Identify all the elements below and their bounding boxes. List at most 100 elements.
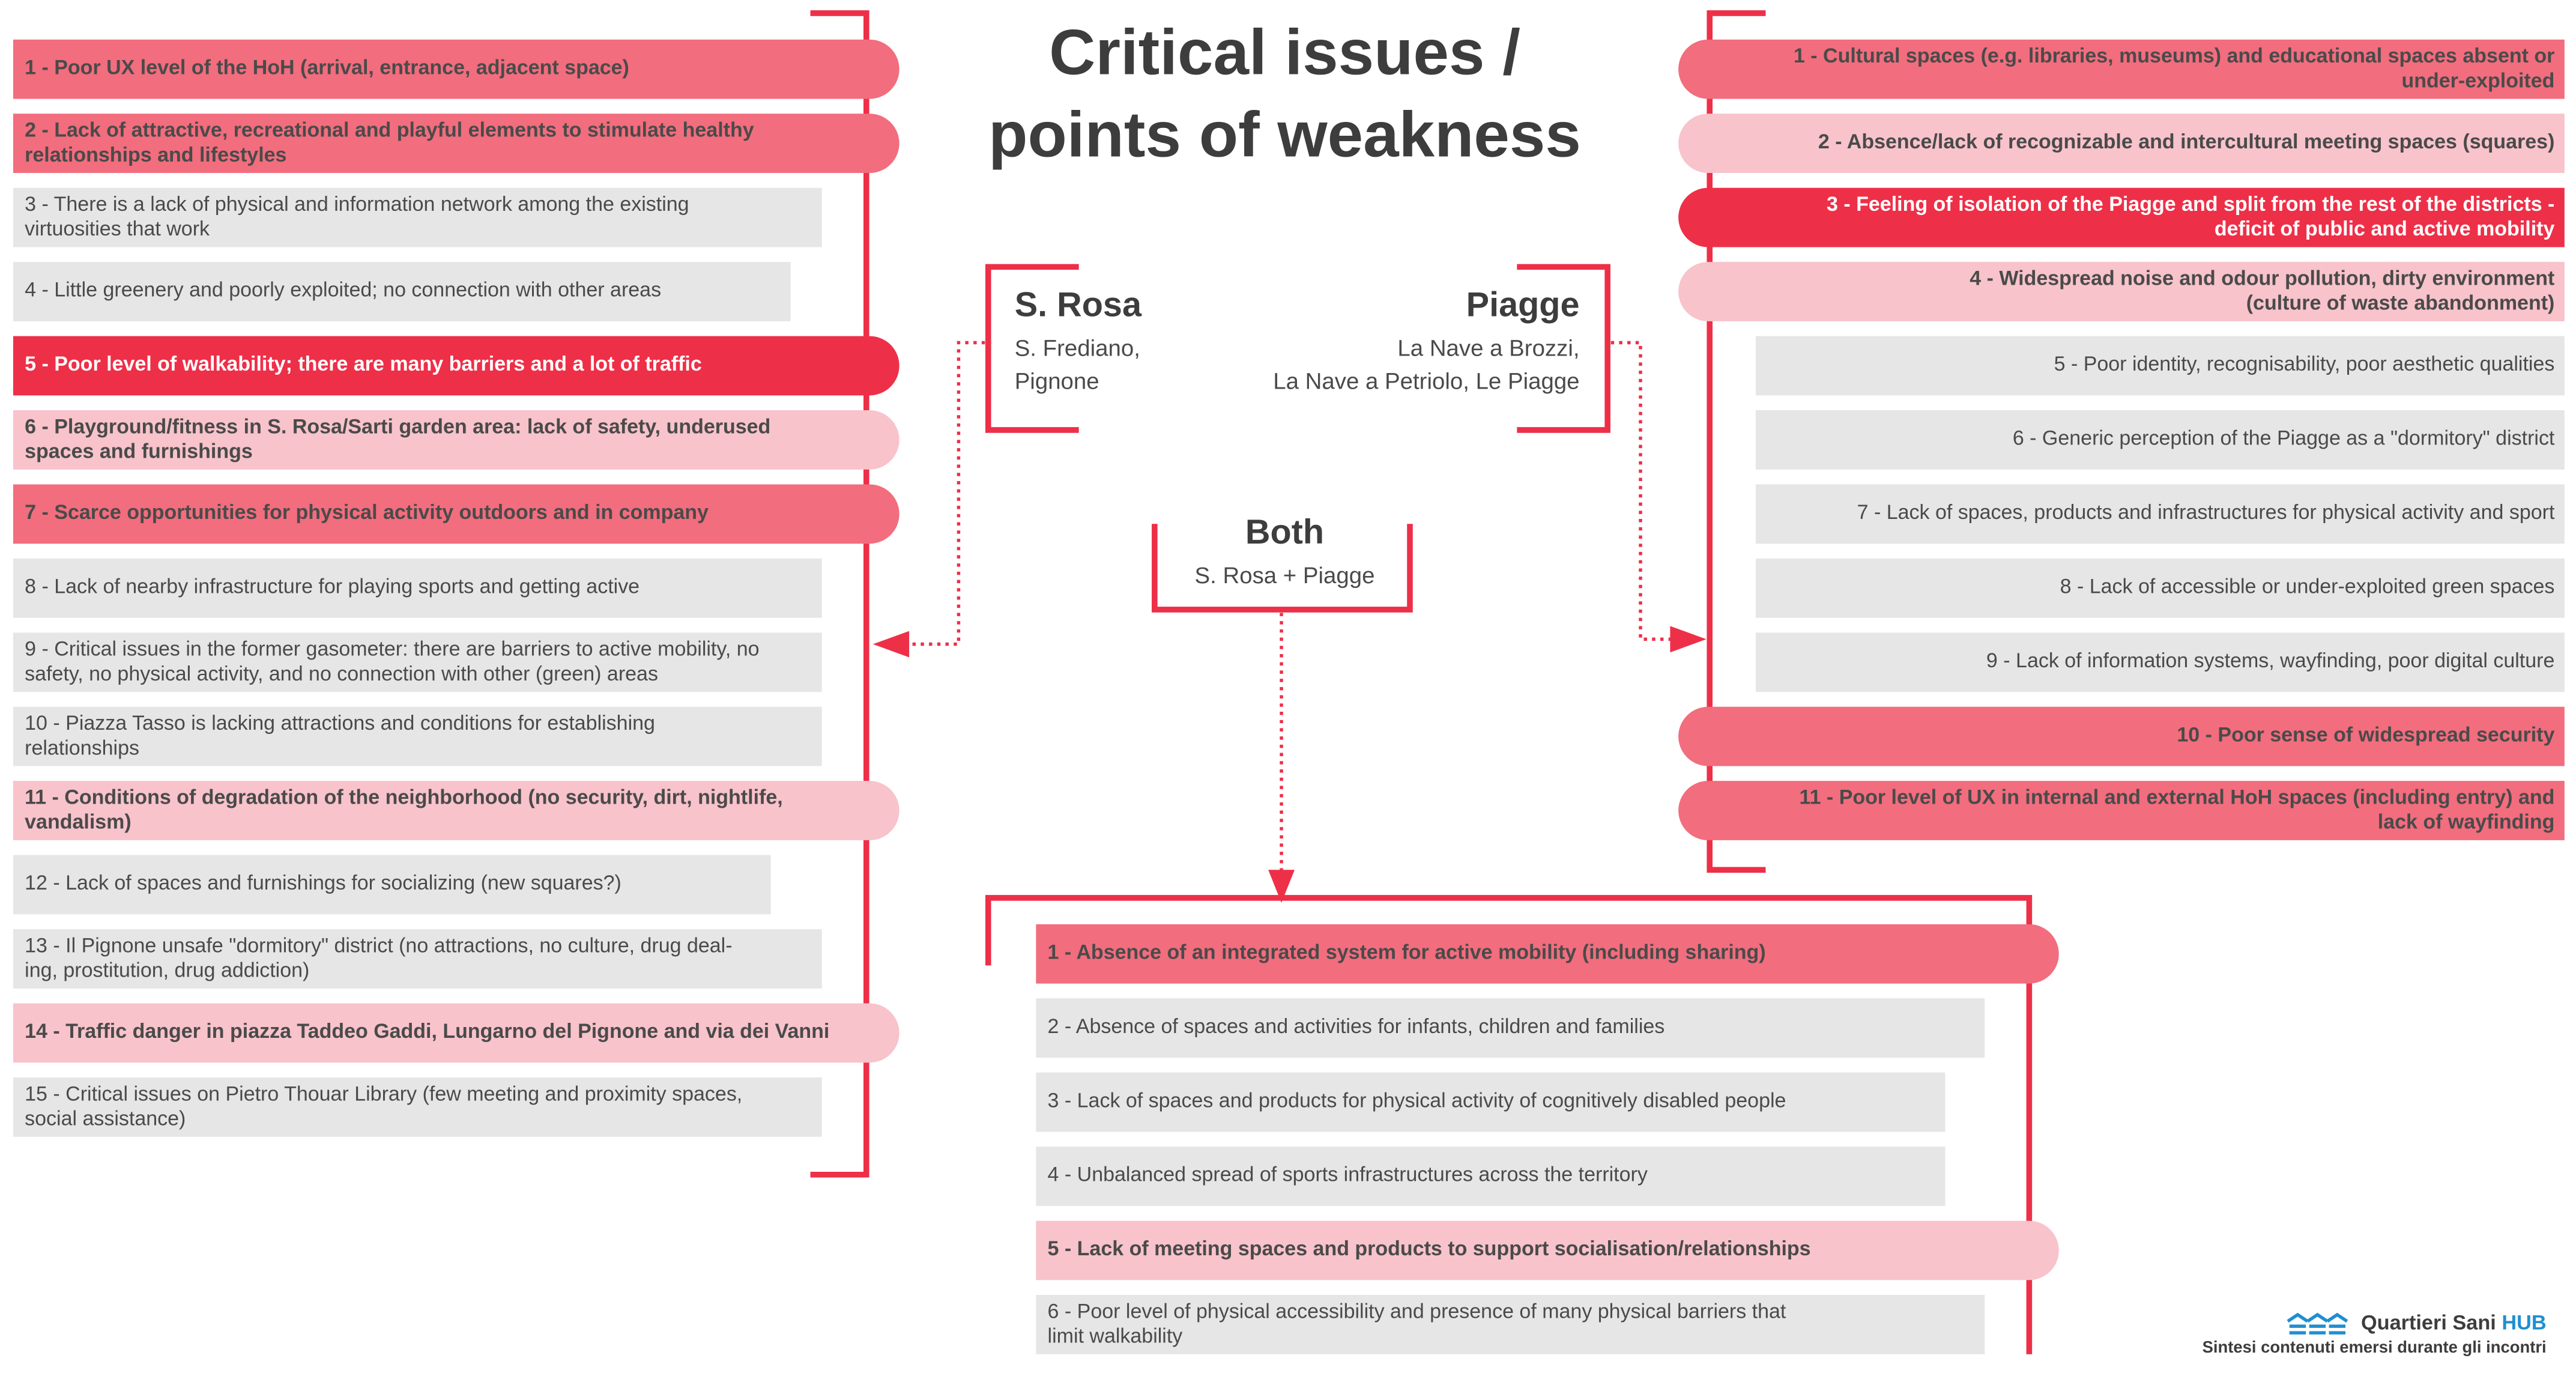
both-issue-item: 5 - Lack of meeting spaces and products … bbox=[1036, 1220, 2059, 1281]
issue-text-line-1: 3 - There is a lack of physical and info… bbox=[25, 192, 689, 215]
issue-text-line-2: lack of wayfinding bbox=[2377, 810, 2555, 834]
piagge-subtitle-line-1: La Nave a Brozzi, bbox=[1397, 334, 1580, 361]
issue-text-line-1: 3 - Feeling of isolation of the Piagge a… bbox=[1827, 192, 2555, 215]
issue-text-line-2: deficit of public and active mobility bbox=[2214, 217, 2555, 241]
brand-tagline: Sintesi contenuti emersi durante gli inc… bbox=[2202, 1339, 2547, 1358]
issue-text-line-2: (culture of waste abandonment) bbox=[2246, 291, 2555, 315]
both-issue-item: 1 - Absence of an integrated system for … bbox=[1036, 924, 2059, 984]
issue-text-line-1: 2 - Lack of attractive, recreational and… bbox=[25, 118, 754, 141]
issue-text-line-2: virtuosities that work bbox=[25, 217, 210, 241]
srosa-issue-item: 14 - Traffic danger in piazza Taddeo Gad… bbox=[13, 1003, 899, 1063]
issue-text-line-1: 9 - Critical issues in the former gasome… bbox=[25, 637, 760, 660]
both-connector-arrow bbox=[1268, 870, 1295, 903]
both-group-name: Both bbox=[1245, 514, 1325, 552]
piagge-connector-arrow bbox=[1670, 626, 1707, 653]
srosa-subtitle-line-2: Pignone bbox=[1014, 367, 1099, 394]
brand-name-a: Quartieri Sani bbox=[2360, 1311, 2502, 1335]
issue-text-line-1: 14 - Traffic danger in piazza Taddeo Gad… bbox=[25, 1020, 830, 1044]
issue-text-line-1: 11 - Conditions of degradation of the ne… bbox=[25, 785, 783, 808]
issue-text-line-2: safety, no physical activity, and no con… bbox=[25, 662, 658, 686]
issue-text-line-1: 1 - Poor UX level of the HoH (arrival, e… bbox=[25, 56, 629, 80]
issue-text-line-1: 5 - Lack of meeting spaces and products … bbox=[1047, 1237, 1811, 1261]
issue-text-line-2: ing, prostitution, drug addiction) bbox=[25, 959, 310, 982]
issue-text-line-1: 5 - Poor level of walkability; there are… bbox=[25, 353, 702, 377]
title-line-1: Critical issues / bbox=[1049, 18, 1520, 89]
piagge-issue-item: 10 - Poor sense of widespread security bbox=[1678, 706, 2565, 766]
issue-text-line-1: 5 - Poor identity, recognisability, poor… bbox=[2054, 353, 2555, 377]
both-bracket-line bbox=[985, 895, 2033, 1354]
both-issue-item: 3 - Lack of spaces and products for phys… bbox=[1036, 1072, 1946, 1132]
issue-text-line-1: 1 - Cultural spaces (e.g. libraries, mus… bbox=[1793, 43, 2555, 67]
both-issue-item: 6 - Poor level of physical accessibility… bbox=[1036, 1294, 1985, 1354]
srosa-issue-item: 8 - Lack of nearby infrastructure for pl… bbox=[13, 558, 822, 618]
issue-text-line-1: 1 - Absence of an integrated system for … bbox=[1047, 941, 1766, 965]
piagge-issue-item: 3 - Feeling of isolation of the Piagge a… bbox=[1678, 187, 2565, 247]
issue-text-line-2: vandalism) bbox=[25, 810, 132, 834]
piagge-issue-item: 4 - Widespread noise and odour pollution… bbox=[1678, 262, 2565, 321]
brand-name-b: HUB bbox=[2502, 1311, 2547, 1335]
piagge-issue-item: 8 - Lack of accessible or under-exploite… bbox=[1756, 558, 2565, 618]
piagge-connector bbox=[1610, 341, 1677, 641]
issue-text-line-1: 3 - Lack of spaces and products for phys… bbox=[1047, 1089, 1786, 1113]
srosa-header-bracket bbox=[985, 264, 1079, 433]
piagge-subtitle-line-2: La Nave a Petriolo, Le Piagge bbox=[1273, 367, 1580, 394]
piagge-issue-item: 2 - Absence/lack of recognizable and int… bbox=[1678, 114, 2565, 174]
srosa-bracket-line bbox=[810, 10, 869, 1178]
issue-text-line-2: spaces and furnishings bbox=[25, 440, 253, 463]
piagge-bracket-line bbox=[1707, 10, 1766, 873]
piagge-issue-item: 1 - Cultural spaces (e.g. libraries, mus… bbox=[1678, 39, 2565, 99]
issue-text-line-1: 12 - Lack of spaces and furnishings for … bbox=[25, 871, 621, 896]
issue-text-line-1: 4 - Unbalanced spread of sports infrastr… bbox=[1047, 1163, 1648, 1187]
srosa-issue-item: 2 - Lack of attractive, recreational and… bbox=[13, 114, 899, 174]
issue-text-line-1: 6 - Generic perception of the Piagge as … bbox=[2012, 427, 2555, 450]
both-issue-item: 2 - Absence of spaces and activities for… bbox=[1036, 998, 1985, 1058]
piagge-group-name: Piagge bbox=[1466, 286, 1580, 325]
title-line-2: points of weakness bbox=[988, 100, 1581, 172]
issue-text-line-2: under-exploited bbox=[2401, 69, 2555, 92]
diagram-title: Critical issues / points of weakness bbox=[922, 13, 1647, 178]
srosa-issue-item: 15 - Critical issues on Pietro Thouar Li… bbox=[13, 1077, 822, 1137]
both-group-subtitle: S. Rosa + Piagge bbox=[1194, 562, 1375, 589]
issue-text-line-1: 2 - Absence of spaces and activities for… bbox=[1047, 1015, 1665, 1038]
srosa-issue-item: 7 - Scarce opportunities for physical ac… bbox=[13, 484, 899, 544]
piagge-issue-item: 9 - Lack of information systems, wayfind… bbox=[1756, 632, 2565, 693]
issue-text-line-1: 7 - Scarce opportunities for physical ac… bbox=[25, 501, 709, 524]
srosa-issue-item: 1 - Poor UX level of the HoH (arrival, e… bbox=[13, 39, 899, 99]
srosa-issue-item: 3 - There is a lack of physical and info… bbox=[13, 187, 822, 247]
srosa-issue-item: 10 - Piazza Tasso is lacking attractions… bbox=[13, 706, 822, 766]
srosa-subtitle-line-1: S. Frediano, bbox=[1014, 334, 1140, 361]
srosa-group-subtitle: S. Frediano, Pignone bbox=[1015, 331, 1140, 397]
srosa-issue-item: 13 - Il Pignone unsafe "dormitory" distr… bbox=[13, 929, 822, 989]
brand-name: Quartieri Sani HUB bbox=[2361, 1311, 2547, 1334]
both-header-bracket bbox=[1152, 524, 1413, 613]
srosa-issue-item: 12 - Lack of spaces and furnishings for … bbox=[13, 855, 771, 915]
piagge-issue-item: 6 - Generic perception of the Piagge as … bbox=[1756, 410, 2565, 470]
issue-text-line-1: 10 - Piazza Tasso is lacking attractions… bbox=[25, 711, 655, 735]
piagge-issue-item: 11 - Poor level of UX in internal and ex… bbox=[1678, 781, 2565, 840]
issue-text-line-1: 10 - Poor sense of widespread security bbox=[2177, 723, 2555, 747]
piagge-issue-item: 7 - Lack of spaces, products and infrast… bbox=[1756, 484, 2565, 544]
issue-text-line-1: 13 - Il Pignone unsafe "dormitory" distr… bbox=[25, 933, 733, 957]
issue-text-line-2: relationships and lifestyles bbox=[25, 143, 287, 167]
srosa-connector-arrow bbox=[872, 631, 910, 658]
issue-text-line-1: 6 - Poor level of physical accessibility… bbox=[1047, 1299, 1786, 1323]
srosa-issue-item: 6 - Playground/fitness in S. Rosa/Sarti … bbox=[13, 410, 899, 470]
issue-text-line-1: 8 - Lack of accessible or under-exploite… bbox=[2060, 575, 2555, 599]
srosa-connector bbox=[903, 341, 985, 646]
issue-text-line-1: 4 - Widespread noise and odour pollution… bbox=[1970, 265, 2555, 289]
issue-text-line-1: 9 - Lack of information systems, wayfind… bbox=[1986, 649, 2555, 673]
srosa-issue-item: 9 - Critical issues in the former gasome… bbox=[13, 632, 822, 693]
hub-logo-icon bbox=[2287, 1312, 2349, 1335]
issue-text-line-1: 7 - Lack of spaces, products and infrast… bbox=[1857, 501, 2555, 524]
piagge-group-subtitle: La Nave a Brozzi, La Nave a Petriolo, Le… bbox=[1153, 331, 1579, 397]
issue-text-line-1: 15 - Critical issues on Pietro Thouar Li… bbox=[25, 1081, 743, 1105]
srosa-group-name: S. Rosa bbox=[1014, 286, 1141, 325]
srosa-issue-item: 11 - Conditions of degradation of the ne… bbox=[13, 781, 899, 840]
piagge-header-bracket bbox=[1517, 264, 1610, 433]
piagge-issue-item: 5 - Poor identity, recognisability, poor… bbox=[1756, 336, 2565, 396]
issue-text-line-2: limit walkability bbox=[1047, 1324, 1183, 1348]
issue-text-line-2: social assistance) bbox=[25, 1107, 186, 1130]
issue-text-line-1: 11 - Poor level of UX in internal and ex… bbox=[1799, 785, 2555, 808]
issue-text-line-1: 2 - Absence/lack of recognizable and int… bbox=[1818, 130, 2555, 154]
